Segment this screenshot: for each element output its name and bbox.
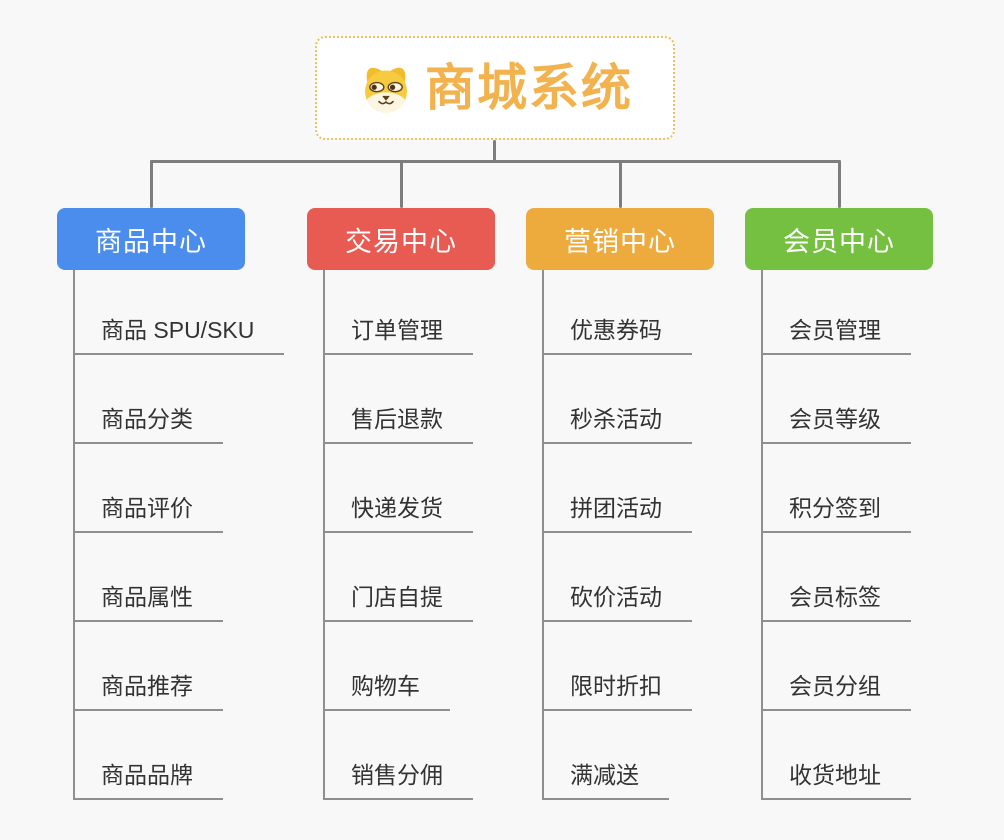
child-row: 砍价活动	[544, 533, 692, 622]
child-topic[interactable]: 积分签到	[763, 489, 911, 533]
child-row: 拼团活动	[544, 444, 692, 533]
connector-drop-marketing	[618, 160, 622, 208]
connector-horizontal	[149, 160, 841, 163]
child-row: 优惠券码	[544, 270, 692, 355]
child-row: 秒杀活动	[544, 355, 692, 444]
child-topic[interactable]: 满减送	[544, 756, 669, 800]
child-topic[interactable]: 会员分组	[763, 667, 911, 711]
connector-drop-member	[837, 160, 841, 208]
branch-label: 营销中心	[564, 226, 676, 257]
child-row: 会员等级	[763, 355, 911, 444]
child-row: 商品品牌	[75, 711, 284, 800]
child-topic[interactable]: 订单管理	[325, 311, 473, 355]
child-row: 商品评价	[75, 444, 284, 533]
child-topic[interactable]: 秒杀活动	[544, 400, 692, 444]
connector-drop-trade	[399, 160, 403, 208]
child-topic[interactable]: 门店自提	[325, 578, 473, 622]
dog-face-icon	[365, 67, 407, 113]
child-row: 商品推荐	[75, 622, 284, 711]
child-topic[interactable]: 商品推荐	[75, 667, 223, 711]
child-topic[interactable]: 限时折扣	[544, 667, 692, 711]
branch-member-center: 会员中心 会员管理会员等级积分签到会员标签会员分组收货地址	[745, 208, 945, 800]
child-topic[interactable]: 会员等级	[763, 400, 911, 444]
child-topic[interactable]: 商品分类	[75, 400, 223, 444]
branch-children: 优惠券码秒杀活动拼团活动砍价活动限时折扣满减送	[542, 270, 692, 800]
child-topic[interactable]: 商品属性	[75, 578, 223, 622]
branch-label: 交易中心	[345, 226, 457, 257]
root-node[interactable]: 商城系统	[315, 36, 675, 140]
child-row: 快递发货	[325, 444, 473, 533]
child-row: 商品 SPU/SKU	[75, 270, 285, 355]
child-row: 限时折扣	[544, 622, 692, 711]
child-row: 会员分组	[763, 622, 911, 711]
branch-marketing-center: 营销中心 优惠券码秒杀活动拼团活动砍价活动限时折扣满减送	[526, 208, 726, 800]
child-topic[interactable]: 优惠券码	[544, 311, 692, 355]
child-row: 门店自提	[325, 533, 473, 622]
branch-node-product-center[interactable]: 商品中心	[57, 208, 245, 270]
child-row: 商品分类	[75, 355, 284, 444]
child-row: 售后退款	[325, 355, 473, 444]
child-topic[interactable]: 会员标签	[763, 578, 911, 622]
child-topic[interactable]: 销售分佣	[325, 756, 473, 800]
child-topic[interactable]: 拼团活动	[544, 489, 692, 533]
child-row: 收货地址	[763, 711, 911, 800]
child-topic[interactable]: 收货地址	[763, 756, 911, 800]
child-row: 积分签到	[763, 444, 911, 533]
child-topic[interactable]: 商品品牌	[75, 756, 223, 800]
child-row: 会员管理	[763, 270, 911, 355]
child-row: 满减送	[544, 711, 692, 800]
child-topic[interactable]: 购物车	[325, 667, 450, 711]
branch-label: 会员中心	[783, 226, 895, 257]
branch-node-member-center[interactable]: 会员中心	[745, 208, 933, 270]
branch-children: 会员管理会员等级积分签到会员标签会员分组收货地址	[761, 270, 911, 800]
branch-children: 订单管理售后退款快递发货门店自提购物车销售分佣	[323, 270, 473, 800]
connector-root-drop	[492, 140, 496, 162]
child-topic[interactable]: 售后退款	[325, 400, 473, 444]
child-topic[interactable]: 砍价活动	[544, 578, 692, 622]
child-topic[interactable]: 会员管理	[763, 311, 911, 355]
child-topic[interactable]: 商品评价	[75, 489, 223, 533]
child-row: 购物车	[325, 622, 473, 711]
child-topic[interactable]: 快递发货	[325, 489, 473, 533]
child-row: 会员标签	[763, 533, 911, 622]
branch-trade-center: 交易中心 订单管理售后退款快递发货门店自提购物车销售分佣	[307, 208, 507, 800]
child-row: 销售分佣	[325, 711, 473, 800]
branch-node-trade-center[interactable]: 交易中心	[307, 208, 495, 270]
branch-node-marketing-center[interactable]: 营销中心	[526, 208, 714, 270]
branch-label: 商品中心	[95, 226, 207, 257]
child-topic[interactable]: 商品 SPU/SKU	[75, 311, 285, 355]
root-title: 商城系统	[425, 60, 633, 116]
child-row: 商品属性	[75, 533, 284, 622]
branch-children: 商品 SPU/SKU 商品分类商品评价商品属性商品推荐商品品牌	[73, 270, 285, 800]
child-row: 订单管理	[325, 270, 473, 355]
connector-drop-product	[149, 160, 153, 208]
branch-product-center: 商品中心 商品 SPU/SKU 商品分类商品评价商品属性商品推荐商品品牌	[57, 208, 285, 800]
